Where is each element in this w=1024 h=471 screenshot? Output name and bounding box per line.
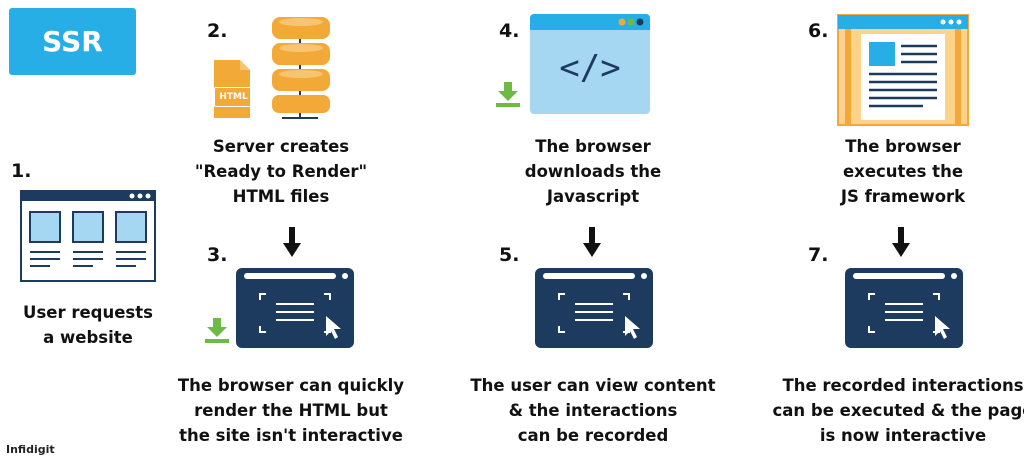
step-1-caption: User requests a website bbox=[23, 303, 153, 347]
step-7-caption: The recorded interactions can be execute… bbox=[772, 376, 1024, 445]
step-2-number: 2. bbox=[207, 20, 228, 42]
ssr-title-badge: SSR bbox=[9, 8, 136, 75]
down-arrow-icon-2 bbox=[583, 227, 601, 257]
code-icon: </> bbox=[559, 48, 621, 88]
step-5-number: 5. bbox=[499, 244, 520, 266]
down-arrow-icon-1 bbox=[283, 227, 301, 257]
browser-cursor-icon-1 bbox=[236, 268, 354, 348]
download-icon-2 bbox=[205, 318, 229, 343]
brand-logo: Infidigit bbox=[6, 443, 55, 456]
document-window-icon bbox=[837, 14, 969, 126]
step-7-number: 7. bbox=[808, 244, 829, 266]
step-4-number: 4. bbox=[499, 20, 520, 42]
step-1-number: 1. bbox=[11, 160, 32, 182]
down-arrow-icon-3 bbox=[892, 227, 910, 257]
database-server-icon bbox=[214, 17, 330, 119]
step-6-number: 6. bbox=[808, 20, 829, 42]
browser-cursor-icon-2 bbox=[535, 268, 653, 348]
code-window-icon bbox=[530, 14, 650, 114]
step-3-number: 3. bbox=[207, 244, 228, 266]
download-icon-1 bbox=[496, 82, 520, 107]
step-3-caption: The browser can quickly render the HTML … bbox=[177, 376, 405, 445]
browser-cursor-icon-3 bbox=[845, 268, 963, 348]
step-4-caption: The browser downloads the Javascript bbox=[524, 137, 662, 206]
step-2-caption: Server creates "Ready to Render" HTML fi… bbox=[194, 137, 368, 206]
website-wireframe-icon bbox=[20, 190, 156, 282]
step-5-caption: The user can view content & the interact… bbox=[470, 376, 716, 445]
html-file-label: HTML bbox=[214, 87, 253, 107]
step-6-caption: The browser executes the JS framework bbox=[840, 137, 966, 206]
